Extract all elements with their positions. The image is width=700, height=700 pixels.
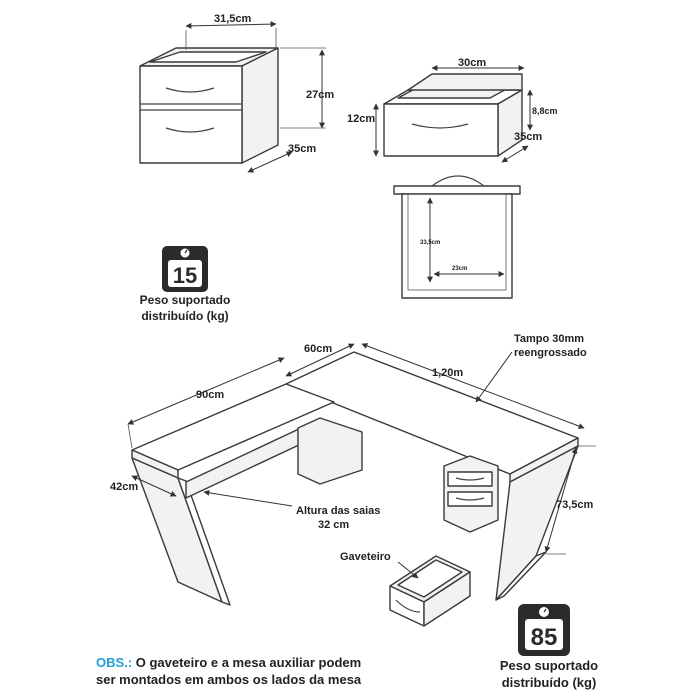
single-drawer <box>373 65 533 163</box>
scale-icon <box>539 607 549 617</box>
obs-text-1: O gaveteiro e a mesa auxiliar podem <box>132 655 361 670</box>
desk-drawer-label: Gaveteiro <box>340 551 391 563</box>
section-inner-height-label: 33,5cm <box>420 240 440 246</box>
weight-badge-85-value: 85 <box>531 624 558 651</box>
drawer-section-view <box>393 175 521 299</box>
drawer-box-2-drawers <box>139 21 326 173</box>
weight-badge-15-caption-2: distribuído (kg) <box>141 309 228 323</box>
section-inner-width-label: 23cm <box>452 266 467 272</box>
obs-label: OBS.: <box>96 655 132 670</box>
drawer-box-width-label: 31,5cm <box>214 13 252 25</box>
desk-height-label: 73,5cm <box>556 499 594 511</box>
drawer-box-depth-label: 35cm <box>288 143 316 155</box>
weight-badge-85-caption-1: Peso suportado <box>500 658 598 673</box>
desk-skirt-label-2: 32 cm <box>318 519 349 531</box>
drawer-width-label: 30cm <box>458 57 486 69</box>
scale-icon <box>180 248 190 258</box>
desk-return-length-label: 90cm <box>196 389 224 401</box>
desk-top-label-1: Tampo 30mm <box>514 333 584 345</box>
weight-badge-15-caption-1: Peso suportado <box>140 293 231 307</box>
desk-skirt-label-1: Altura das saias <box>296 505 380 517</box>
weight-badge-15-value: 15 <box>173 263 197 288</box>
obs-note-line-1: OBS.: O gaveteiro e a mesa auxiliar pode… <box>96 655 361 670</box>
desk-top-label-2: reengrossado <box>514 347 587 359</box>
drawer-inner-height-label: 8,8cm <box>532 106 558 116</box>
desk-main-width-label: 1,20m <box>432 367 463 379</box>
drawer-front-height-label: 12cm <box>347 113 375 125</box>
weight-badge-15 <box>162 246 208 292</box>
weight-badge-85 <box>518 604 570 656</box>
obs-note-line-2: ser montados em ambos os lados da mesa <box>96 672 362 687</box>
weight-badge-85-caption-2: distribuído (kg) <box>502 675 597 690</box>
desk-return-depth-label: 60cm <box>304 343 332 355</box>
drawer-depth-label: 35cm <box>514 131 542 143</box>
desk-return-width-label: 42cm <box>110 481 138 493</box>
drawer-box-height-label: 27cm <box>306 89 334 101</box>
l-shaped-desk <box>127 343 596 627</box>
